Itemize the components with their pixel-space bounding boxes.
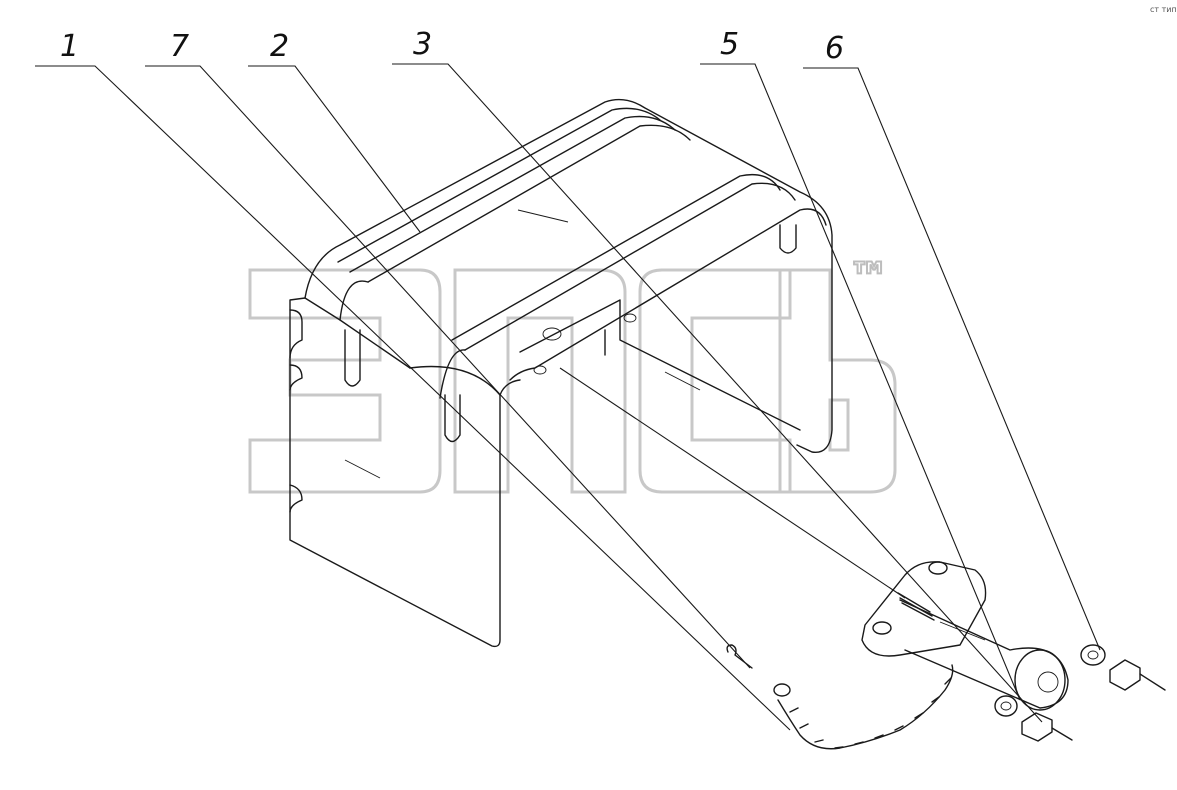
callout-3: 3: [413, 27, 432, 62]
callout-7: 7: [170, 29, 189, 64]
leader-lines: [35, 63, 1101, 731]
corner-mark: ст тип: [1150, 5, 1177, 14]
cover-guard: [289, 98, 833, 648]
callout-labels: 1 7 2 3 5 6: [60, 27, 844, 66]
fasteners: [994, 644, 1166, 742]
chain: [773, 664, 954, 750]
callout-2: 2: [270, 29, 289, 64]
watermark-logo: ™: [248, 252, 897, 494]
trademark-symbol: ™: [848, 253, 890, 302]
callout-1: 1: [60, 29, 79, 64]
callout-6: 6: [825, 31, 844, 66]
socket-housing: [861, 561, 1069, 711]
callout-5: 5: [720, 27, 739, 62]
